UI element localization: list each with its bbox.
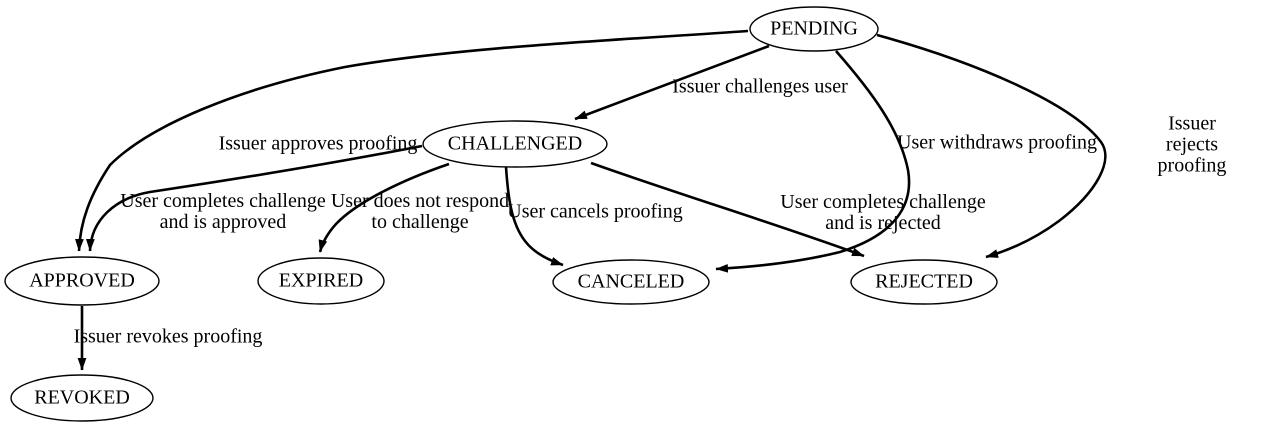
state-canceled-ellipse [552, 259, 710, 305]
edge-label-user-completes-challenge-approved: User completes challenge and is approved [120, 190, 326, 233]
state-expired-ellipse [257, 257, 385, 305]
state-pending-ellipse [749, 6, 879, 52]
edge-challenged-approved [85, 144, 423, 252]
edge-challenged-rejected [590, 161, 865, 258]
edge-label-issuer-approves-proofing: Issuer approves proofing [218, 132, 418, 155]
state-rejected-label: REJECTED [875, 270, 973, 293]
state-rejected-ellipse [850, 259, 998, 305]
edge-label-user-does-not-respond: User does not respond to challenge [330, 190, 510, 233]
edge-pending-approved [75, 29, 749, 252]
edge-label-user-cancels-proofing: User cancels proofing [507, 200, 683, 223]
state-revoked-label: REVOKED [34, 386, 130, 409]
state-canceled-label: CANCELED [577, 270, 685, 293]
state-challenged-label: CHALLENGED [447, 132, 583, 155]
edge-label-user-withdraws-proofing: User withdraws proofing [897, 131, 1097, 154]
edge-pending-rejected [876, 33, 1107, 259]
edge-pending-canceled [715, 50, 911, 273]
edge-label-user-completes-challenge-rejected: User completes challenge and is rejected [780, 191, 986, 234]
state-revoked-ellipse [10, 374, 154, 422]
edge-challenged-expired [318, 162, 450, 253]
edge-pending-challenged [574, 44, 770, 121]
state-approved-label: APPROVED [29, 269, 135, 292]
edge-label-issuer-challenges-user: Issuer challenges user [672, 75, 848, 98]
state-pending-label: PENDING [770, 17, 858, 40]
edge-label-issuer-rejects-proofing: Issuer rejects proofing [1157, 112, 1227, 177]
state-challenged-ellipse [422, 120, 608, 168]
edge-challenged-canceled [504, 166, 564, 267]
state-expired-label: EXPIRED [278, 269, 364, 292]
edge-label-issuer-revokes-proofing: Issuer revokes proofing [73, 325, 263, 348]
state-approved-ellipse [4, 256, 160, 306]
